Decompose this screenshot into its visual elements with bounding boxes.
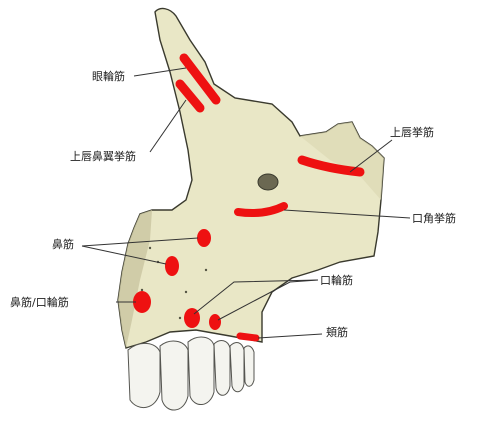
tooth xyxy=(243,345,255,387)
leader-levator-labii-alaeque-nasi xyxy=(149,99,187,153)
tooth xyxy=(159,340,189,411)
label-buccinator: 頬筋 xyxy=(326,326,348,339)
label-levator-labii-superioris: 上唇挙筋 xyxy=(390,126,434,139)
nasalis-mark-upper xyxy=(197,229,211,247)
leader-orbicularis-oris-left xyxy=(193,279,319,315)
leader-lines xyxy=(81,67,411,339)
bone-shading xyxy=(118,210,152,348)
tooth xyxy=(229,342,245,393)
teeth xyxy=(127,336,255,411)
orbicularis-oculi-mark xyxy=(179,53,221,105)
tooth xyxy=(213,340,231,396)
nasalis-orbicularis-oris-mark xyxy=(133,291,151,313)
label-levator-anguli-oris: 口角挙筋 xyxy=(412,212,456,225)
bone-shading-right xyxy=(300,122,384,200)
label-orbicularis-oris: 口輪筋 xyxy=(320,274,353,287)
label-nasalis-orbicularis-oris: 鼻筋/口輪筋 xyxy=(10,296,69,309)
leader-buccinator xyxy=(257,333,323,339)
leader-orbicularis-oris-right xyxy=(217,279,319,321)
orbicularis-oris-mark-right xyxy=(209,314,221,330)
leader-levator-anguli-oris xyxy=(283,209,411,219)
maxilla-bone xyxy=(117,7,385,349)
label-nasalis: 鼻筋 xyxy=(52,238,74,251)
label-levator-labii-alaeque-nasi: 上唇鼻翼挙筋 xyxy=(70,150,136,163)
levator-anguli-oris-mark xyxy=(234,202,288,218)
leader-orbicularis-oculi xyxy=(133,67,187,77)
nasalis-mark-lower xyxy=(165,256,179,276)
buccinator-mark xyxy=(236,332,260,342)
levator-labii-superioris-mark xyxy=(297,155,365,177)
leader-levator-labii-superioris xyxy=(349,139,393,173)
leader-nasalis-lower xyxy=(81,245,167,265)
infraorbital-foramen xyxy=(257,173,279,191)
label-orbicularis-oculi: 眼輪筋 xyxy=(92,70,125,83)
tooth xyxy=(187,336,215,405)
leader-nasalis-upper xyxy=(81,237,199,247)
levator-labii-alaeque-nasi-mark xyxy=(175,79,205,113)
tooth xyxy=(127,343,161,408)
